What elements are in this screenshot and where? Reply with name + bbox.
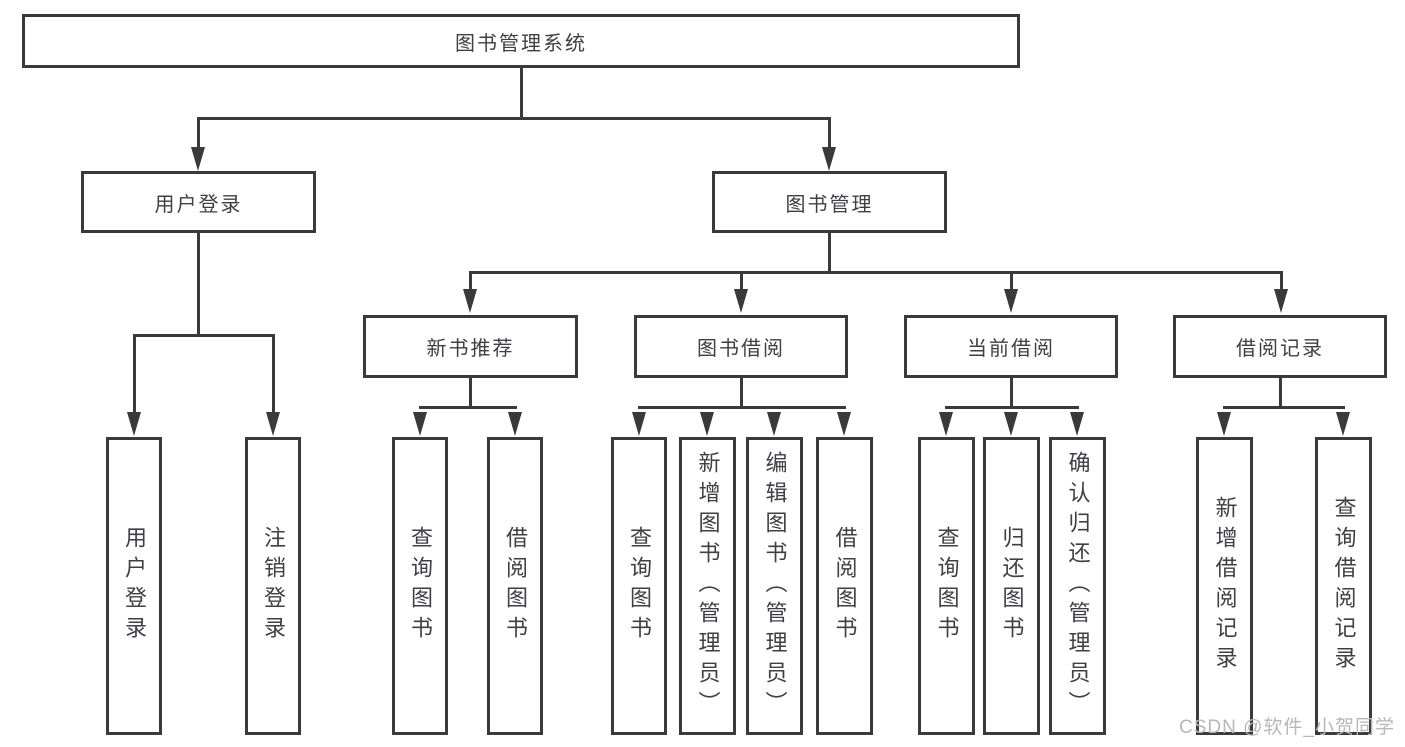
arrow-down-icon	[1217, 412, 1231, 436]
arrow-down-icon	[1004, 412, 1018, 436]
arrow-down-icon	[127, 412, 141, 436]
arrow-down-icon	[767, 412, 781, 436]
arrow-down-icon	[1004, 289, 1018, 313]
leaf-edit-book-admin: 编辑图书（管理员）	[746, 437, 803, 735]
connector-userlogin-stem	[196, 233, 200, 335]
arrow-down-icon	[939, 412, 953, 436]
node-book-borrow-label: 图书借阅	[697, 338, 785, 360]
leaf-confirm-return-admin: 确认归还（管理员）	[1049, 437, 1106, 735]
node-book-borrow: 图书借阅	[634, 315, 848, 378]
leaf-query-book-1: 查询图书	[392, 437, 448, 735]
connector-currentborrow-bar	[944, 405, 1079, 409]
node-current-borrow-label: 当前借阅	[967, 338, 1055, 360]
arrow-down-icon	[700, 412, 714, 436]
node-root: 图书管理系统	[22, 14, 1020, 68]
csdn-watermark: CSDN @软件_小贺同学	[1179, 717, 1395, 738]
arrow-down-icon	[734, 289, 748, 313]
connector-root-right	[827, 118, 831, 150]
connector-userlogin-left	[132, 335, 136, 413]
connector-newbook-stem	[468, 378, 472, 407]
leaf-borrow-book-1: 借阅图书	[487, 437, 543, 735]
arrow-down-icon	[463, 289, 477, 313]
connector-bookmgmt-c1	[468, 272, 472, 290]
node-new-book-recommend-label: 新书推荐	[426, 338, 515, 360]
connector-bookmgmt-c3	[1009, 272, 1013, 290]
connector-userlogin-right	[271, 335, 275, 413]
arrow-down-icon	[822, 147, 836, 171]
node-book-management: 图书管理	[712, 171, 947, 233]
connector-root-stem	[519, 68, 523, 118]
leaf-query-book-2: 查询图书	[611, 437, 667, 735]
connector-bookborrow-stem	[739, 378, 743, 407]
arrow-down-icon	[266, 412, 280, 436]
connector-bookmgmt-stem	[827, 233, 831, 272]
leaf-query-borrow-record: 查询借阅记录	[1315, 437, 1372, 735]
connector-userlogin-bar	[132, 333, 275, 337]
node-new-book-recommend: 新书推荐	[363, 315, 578, 378]
arrow-down-icon	[1274, 289, 1288, 313]
leaf-return-book: 归还图书	[983, 437, 1040, 735]
arrow-down-icon	[632, 412, 646, 436]
node-borrow-record: 借阅记录	[1173, 315, 1387, 378]
connector-root-bar	[196, 116, 831, 120]
connector-bookborrow-bar	[637, 405, 846, 409]
leaf-borrow-book-2: 借阅图书	[816, 437, 873, 735]
leaf-user-login: 用户登录	[106, 437, 162, 735]
leaf-add-borrow-record: 新增借阅记录	[1196, 437, 1253, 735]
connector-newbook-bar	[418, 405, 517, 409]
node-user-login-label: 用户登录	[154, 193, 243, 216]
node-current-borrow: 当前借阅	[904, 315, 1118, 378]
connector-bookmgmt-c4	[1279, 272, 1283, 290]
leaf-logout: 注销登录	[245, 437, 301, 735]
arrow-down-icon	[191, 147, 205, 171]
arrow-down-icon	[1336, 412, 1350, 436]
connector-currentborrow-stem	[1009, 378, 1013, 407]
arrow-down-icon	[413, 412, 427, 436]
node-borrow-record-label: 借阅记录	[1236, 338, 1324, 360]
arrow-down-icon	[837, 412, 851, 436]
connector-root-left	[196, 118, 200, 150]
arrow-down-icon	[1070, 412, 1084, 436]
connector-borrowrecord-stem	[1278, 378, 1282, 407]
leaf-add-book-admin: 新增图书（管理员）	[679, 437, 736, 735]
node-user-login: 用户登录	[81, 171, 316, 233]
connector-borrowrecord-bar	[1222, 405, 1345, 409]
arrow-down-icon	[508, 412, 522, 436]
leaf-query-book-3: 查询图书	[918, 437, 975, 735]
connector-bookmgmt-bar	[468, 270, 1283, 274]
connector-bookmgmt-c2	[739, 272, 743, 290]
node-root-label: 图书管理系统	[455, 32, 587, 55]
node-book-management-label: 图书管理	[785, 193, 874, 216]
